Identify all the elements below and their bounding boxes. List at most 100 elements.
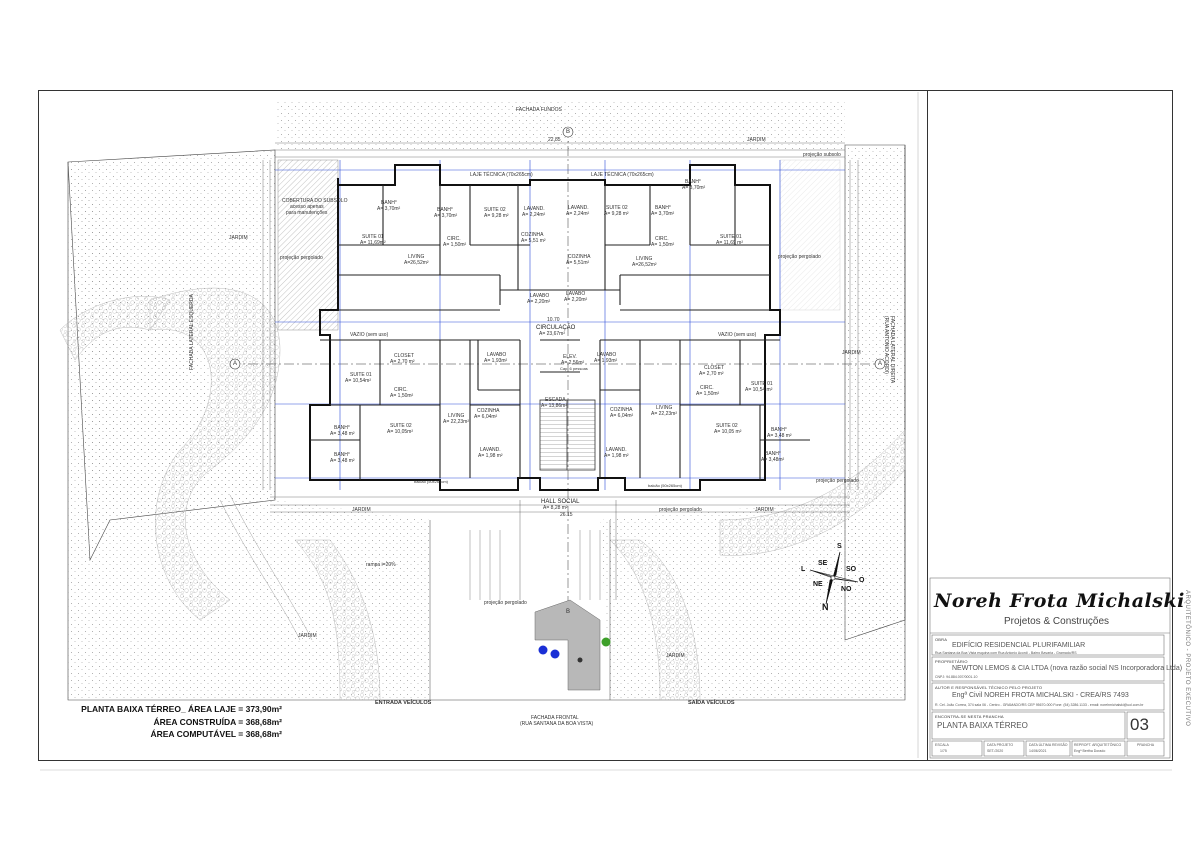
room-label: LAVABO xyxy=(566,291,586,297)
room-label: CIRC. xyxy=(655,236,669,242)
room-area: A= 3,70m² xyxy=(682,185,706,191)
room-label: CIRC. xyxy=(394,387,408,393)
hall-area: A= 8,28 m² xyxy=(543,505,568,511)
room-label: SUITE 01 xyxy=(362,234,384,240)
room-area: A= 10,05m² xyxy=(387,429,413,435)
grid-top-label: B xyxy=(566,129,571,135)
room-label: CLOSET xyxy=(394,353,415,359)
room-area: A= 9,28 m² xyxy=(484,213,509,219)
room-label: SUITE 02 xyxy=(606,205,628,211)
date-caption: DATA PROJETO xyxy=(987,743,1014,747)
laje-tecnica-left: LAJE TÉCNICA (70x265cm) xyxy=(470,172,533,178)
date-value: SET./2020 xyxy=(987,749,1004,753)
room-label: SUITE 01 xyxy=(751,381,773,387)
cobertura-sub2: para manutenções xyxy=(286,210,328,216)
room-label: SUITE 02 xyxy=(716,423,738,429)
scale-value: 1/75 xyxy=(940,749,947,753)
right-facade-label: FACHADA LATERAL DIREITA xyxy=(889,316,895,384)
top-total-dim: 22.85 xyxy=(548,137,561,143)
owner-caption: PROPRIETÁRIO xyxy=(935,659,968,664)
room-area: A= 9,28 m² xyxy=(604,211,629,217)
room-area: A= 2,24m² xyxy=(522,212,546,218)
room-label: BANH° xyxy=(685,179,701,185)
room-area: A= 5,51m² xyxy=(566,260,590,266)
room-label: BANH° xyxy=(334,452,350,458)
room-label: CIRC. xyxy=(447,236,461,242)
room-area: A= 2,20m² xyxy=(564,297,588,303)
room-label: LAVAND. xyxy=(606,447,627,453)
hall-label: HALL SOCIAL xyxy=(541,499,580,505)
room-area: A= 10,05 m² xyxy=(714,429,742,435)
room-label: LAVAND. xyxy=(524,206,545,212)
room-area: A= 22,23m² xyxy=(651,411,677,417)
projecao-subsolo-label: projeção subsolo xyxy=(803,152,841,158)
room-label: COZINHA xyxy=(477,408,500,414)
rampa-label: rampa i=20% xyxy=(366,562,396,568)
room-area: A= 1,50m² xyxy=(696,391,720,397)
area-line-construida: ÁREA CONSTRUÍDA = 368,68m² xyxy=(153,716,282,727)
room-area: A= 3,48m² xyxy=(761,457,785,463)
jardim-bottom-right: JARDIM xyxy=(755,507,774,513)
room-area: A= 1,50m² xyxy=(651,242,675,248)
room-area: A= 3,70m² xyxy=(651,211,675,217)
scale-caption: ESCALA xyxy=(935,743,949,747)
jardim-top-label: JARDIM xyxy=(747,137,766,143)
facade-back-label: FACHADA FUNDOS xyxy=(516,107,562,113)
area-summary: PLANTA BAIXA TÉRREO_ ÁREA LAJE = 373,90m… xyxy=(40,703,282,741)
room-label: LIVING xyxy=(448,413,465,419)
room-area: A= 2,70 m² xyxy=(390,359,415,365)
room-label: LIVING xyxy=(656,405,673,411)
balcao-left: balcão (50x265cm) xyxy=(414,479,449,484)
room-label: COZINHA xyxy=(568,254,591,260)
room-label: BANH° xyxy=(437,207,453,213)
compass-l: L xyxy=(801,566,806,573)
room-area: A= 22,23m² xyxy=(443,419,469,425)
content-value: PLANTA BAIXA TÉRREO xyxy=(937,721,1028,730)
grid-bottom-label: B xyxy=(566,609,571,615)
bottom-total-dim: 26.15 xyxy=(560,512,573,518)
side-vertical-label: ARQUITETÔNICO - PROJETO EXECUTIVO xyxy=(1184,590,1190,727)
room-label: COZINHA xyxy=(521,232,544,238)
room-area: A= 1,98 m² xyxy=(604,453,629,459)
compass-rose xyxy=(809,551,859,605)
owner-value: NEWTON LEMOS & CIA LTDA (nova razão soci… xyxy=(952,665,1183,672)
obra-caption: OBRA xyxy=(935,637,948,642)
arch-caption: REPROFT. ARQUITETÔNICO xyxy=(1074,743,1122,747)
room-label: ELEV. xyxy=(563,354,577,360)
left-facade-label: FACHADA LATERAL ESQUERDA xyxy=(189,294,195,370)
fachada-frontal-sub: (RUA SANTANA DA BOA VISTA) xyxy=(520,721,594,727)
jardim-bottom-left: JARDIM xyxy=(352,507,371,513)
jardim-front-right: JARDIM xyxy=(666,653,685,659)
room-label: LAVABO xyxy=(597,352,617,358)
room-label: BANH° xyxy=(771,427,787,433)
room-label: SUITE 01 xyxy=(350,372,372,378)
room-area: A= 2,70 m² xyxy=(699,371,724,377)
sheet-caption: PRANCHA xyxy=(1137,743,1155,747)
room-label: BANH° xyxy=(655,205,671,211)
jardim-right: JARDIM xyxy=(842,350,861,356)
jardim-front-left: JARDIM xyxy=(298,633,317,639)
room-label: LAVABO xyxy=(487,352,507,358)
grid-a-left: A xyxy=(233,361,238,367)
room-label: LAVABO xyxy=(530,293,550,299)
room-label: SUITE 02 xyxy=(390,423,412,429)
room-area: A= 13,86m² xyxy=(541,403,567,409)
entrada-veiculos: ENTRADA VEÍCULOS xyxy=(375,700,432,706)
fachada-frontal: FACHADA FRONTAL xyxy=(531,715,579,721)
room-area: A= 1,93m² xyxy=(484,358,508,364)
author-caption: AUTOR E RESPONSÁVEL TÉCNICO PELO PROJETO xyxy=(935,685,1043,690)
room-label: CIRC. xyxy=(700,385,714,391)
room-area: A= 1,93m² xyxy=(594,358,618,364)
room-area: A= 3,48 m² xyxy=(767,433,792,439)
compass-o: O xyxy=(859,577,865,584)
room-area: A= 1,50m² xyxy=(443,242,467,248)
projecao-pergolado-front-l: projeção pergolado xyxy=(484,600,527,606)
room-area: A= 2,24m² xyxy=(566,211,590,217)
room-label: BANH° xyxy=(765,451,781,457)
balcao-right: balcão (50x265cm) xyxy=(648,483,683,488)
room-area: A= 6,04m² xyxy=(610,413,634,419)
firm-subtitle: Projetos & Construções xyxy=(1004,616,1110,627)
obra-address: Rua Santana da Boa Vista esquina com Rua… xyxy=(935,651,1077,655)
room-area: A= 5,51 m² xyxy=(521,238,546,244)
